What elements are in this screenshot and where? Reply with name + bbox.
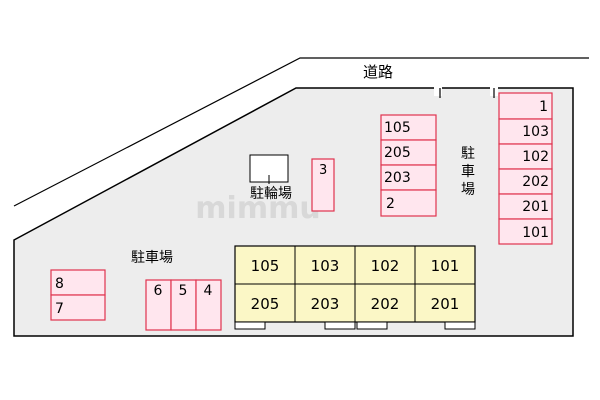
parking-space-label: 6 [154,283,163,299]
parking-space-label: 2 [386,196,395,212]
parking-left-pair: 8 7 [50,269,106,321]
parking-right-column: 1 103 102 202 201 101 [498,92,553,245]
parking-space [380,139,437,166]
parking-space [380,189,437,217]
parking-space [195,279,222,331]
parking-space [498,118,553,145]
parking-space-label: 3 [319,163,327,178]
bike-parking-label: 駐輪場 [250,185,292,202]
parking-space-label: 102 [522,149,549,165]
parking-space-label: 101 [522,225,549,241]
unit-label: 103 [311,257,340,275]
parking-space [498,218,553,245]
parking-space-label: 201 [522,199,549,215]
unit-label: 101 [431,257,460,275]
parking-space-label: 205 [384,145,411,161]
parking-label-right-char: 駐 [461,146,475,162]
road-label: 道路 [363,63,393,81]
parking-label-right-char: 場 [461,182,475,198]
parking-space-small [311,158,335,212]
parking-label-center: 駐車場 [131,249,173,266]
parking-space-label: 4 [204,283,213,299]
entrance-left [434,84,442,96]
parking-space-label: 103 [522,124,549,140]
parking-label-right-char: 車 [461,163,475,180]
parking-space-label: 203 [384,170,411,186]
parking-space [50,269,106,296]
unit-label: 201 [431,295,460,313]
parking-middle-column: 105 205 203 2 [380,114,437,217]
unit-label: 203 [311,295,340,313]
parking-space-label: 1 [539,99,548,115]
parking-space [50,294,106,321]
parking-space-label: 105 [384,120,411,136]
unit-label: 205 [251,295,280,313]
parking-space-label: 5 [179,283,188,299]
parking-space-label: 7 [55,301,64,317]
road-edge-line [13,57,589,207]
unit-label: 105 [251,257,280,275]
building-step [444,321,476,330]
building-step [324,321,356,330]
parking-space [498,168,553,195]
parking-space-label: 202 [522,174,549,190]
watermark: mimmu [195,191,320,226]
building: 105 103 102 101 205 203 202 201 [234,245,476,330]
parking-label-right: 駐 車 場 [461,146,475,198]
parking-bottom-row: 6 5 4 [145,279,222,331]
unit-label: 202 [371,295,400,313]
parking-space-label: 8 [55,276,64,292]
parking-space [380,164,437,191]
unit-label: 102 [371,257,400,275]
building-step [356,321,388,330]
building-step [234,321,266,330]
